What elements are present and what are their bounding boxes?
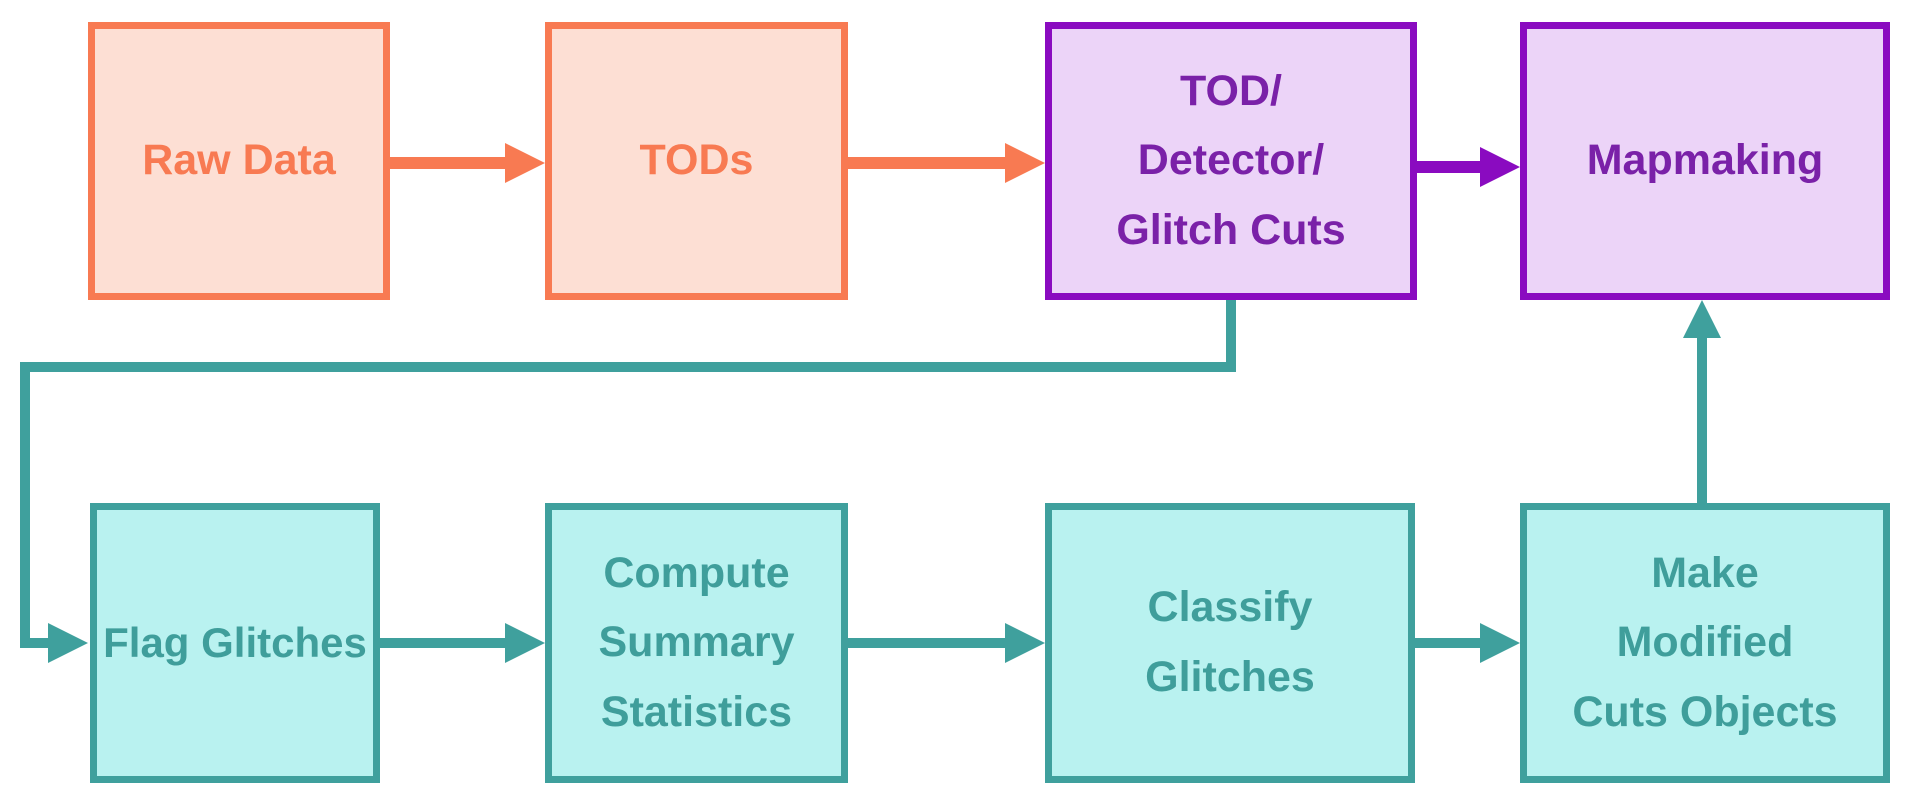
arrow-flag-to-compute xyxy=(378,623,545,663)
node-make-modified-cuts-objects: Make Modified Cuts Objects xyxy=(1520,503,1890,783)
arrow-tods-to-glitch-cuts xyxy=(846,143,1045,183)
node-compute-summary-statistics-label: Compute Summary Statistics xyxy=(598,548,795,736)
arrow-classify-to-make-modified xyxy=(1413,623,1520,663)
node-make-modified-cuts-objects-label: Make Modified Cuts Objects xyxy=(1572,548,1838,736)
node-compute-summary-statistics: Compute Summary Statistics xyxy=(545,503,848,783)
node-mapmaking-label: Mapmaking xyxy=(1586,136,1824,185)
node-mapmaking: Mapmaking xyxy=(1520,22,1890,300)
node-tods-label: TODs xyxy=(639,136,754,185)
node-flag-glitches: Flag Glitches xyxy=(90,503,380,783)
arrow-raw-data-to-tods xyxy=(388,143,545,183)
node-raw-data-label: Raw Data xyxy=(142,136,336,185)
node-flag-glitches-label: Flag Glitches xyxy=(103,618,367,666)
arrow-make-modified-to-mapmaking xyxy=(1683,300,1721,505)
node-raw-data: Raw Data xyxy=(88,22,390,300)
node-tod-detector-glitch-cuts: TOD/ Detector/ Glitch Cuts xyxy=(1045,22,1417,300)
node-classify-glitches: Classify Glitches xyxy=(1045,503,1415,783)
node-tods: TODs xyxy=(545,22,848,300)
node-classify-glitches-label: Classify Glitches xyxy=(1145,583,1315,701)
arrow-compute-to-classify xyxy=(846,623,1045,663)
arrow-glitch-cuts-to-mapmaking xyxy=(1415,147,1520,187)
node-tod-detector-glitch-cuts-label: TOD/ Detector/ Glitch Cuts xyxy=(1116,66,1346,254)
